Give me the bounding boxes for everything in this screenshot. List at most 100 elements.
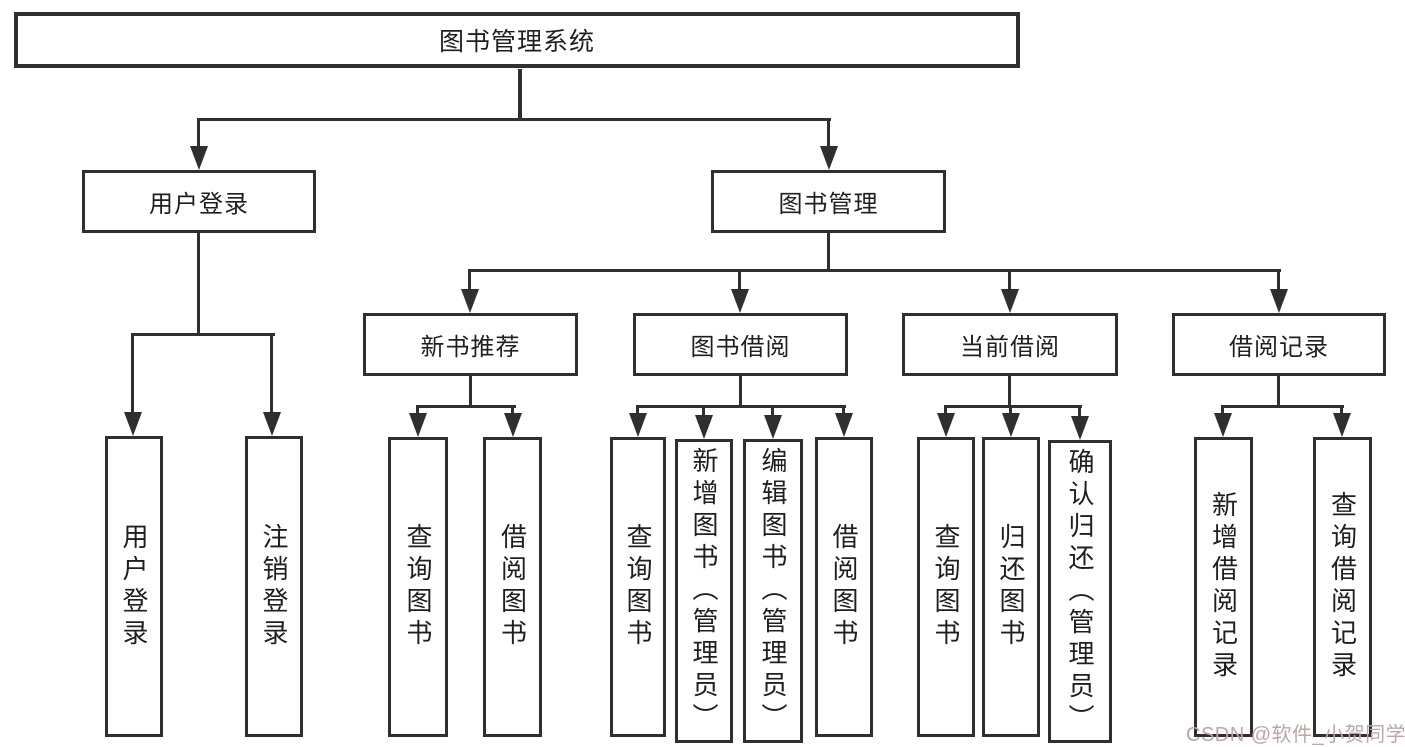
arrow-shaft: [842, 405, 845, 415]
connector-user-login-stub: [197, 233, 200, 336]
leaf-bb-query-books-label: 查询图书: [623, 523, 653, 651]
arrow-to-bb-add-books: [695, 405, 713, 439]
node-user-login: 用户登录: [82, 170, 316, 233]
arrow-to-bb-borrow-books: [835, 405, 853, 437]
arrow-shaft: [1221, 405, 1224, 415]
arrow-head-icon: [1002, 413, 1020, 437]
connector-new-book-distributor: [416, 405, 516, 408]
arrow-head-icon: [1333, 413, 1351, 437]
arrow-shaft: [1078, 405, 1081, 418]
connector-borrow-record-stub: [1277, 375, 1280, 408]
connector-current-borrow-distributor: [944, 405, 1082, 408]
arrow-head-icon: [504, 413, 522, 437]
arrow-to-br-query-record: [1333, 405, 1351, 437]
node-book-borrow: 图书借阅: [633, 313, 848, 376]
connector-book-borrow-distributor: [636, 405, 846, 408]
leaf-logout-label: 注销登录: [259, 522, 289, 651]
arrow-shaft: [636, 405, 639, 415]
arrow-shaft: [468, 269, 471, 291]
arrow-to-cb-return-books: [1002, 405, 1020, 437]
connector-new-book-stub: [469, 375, 472, 408]
arrow-head-icon: [820, 146, 838, 170]
leaf-cb-confirm-return-admin-label: 确认归还（管理员）: [1065, 447, 1095, 736]
node-borrow-record: 借阅记录: [1172, 313, 1386, 376]
arrow-head-icon: [461, 289, 479, 313]
arrow-to-nb-borrow-books: [504, 405, 522, 437]
arrow-shaft: [827, 118, 830, 148]
arrow-to-leaf-user-login: [124, 333, 142, 436]
leaf-br-add-record: 新增借阅记录: [1194, 437, 1253, 737]
arrow-to-cb-query-books: [937, 405, 955, 437]
arrow-head-icon: [1214, 413, 1232, 437]
node-library-system: 图书管理系统: [14, 12, 1020, 68]
connector-level3-distributor: [468, 269, 1281, 272]
arrow-to-cb-confirm-return: [1071, 405, 1089, 440]
arrow-head-icon: [409, 413, 427, 437]
leaf-cb-return-books-label: 归还图书: [996, 523, 1026, 651]
leaf-nb-query-books-label: 查询图书: [403, 523, 433, 651]
arrow-to-br-add-record: [1214, 405, 1232, 437]
node-new-book-recommend: 新书推荐: [363, 313, 578, 376]
arrow-head-icon: [764, 415, 782, 439]
arrow-to-user-login: [190, 118, 208, 170]
arrow-shaft: [197, 118, 200, 148]
arrow-head-icon: [731, 289, 749, 313]
arrow-head-icon: [1270, 289, 1288, 313]
leaf-br-query-record-label: 查询借阅记录: [1327, 491, 1358, 683]
arrow-shaft: [771, 405, 774, 417]
arrow-shaft: [944, 405, 947, 415]
leaf-bb-edit-books-admin: 编辑图书（管理员）: [743, 439, 803, 743]
arrow-head-icon: [1001, 289, 1019, 313]
arrow-head-icon: [190, 146, 208, 170]
leaf-nb-query-books: 查询图书: [388, 437, 448, 737]
node-current-borrow: 当前借阅: [902, 313, 1118, 376]
connector-book-management-stub: [827, 233, 830, 272]
arrow-to-new-book-recommend: [461, 269, 479, 313]
leaf-logout: 注销登录: [245, 436, 303, 737]
leaf-bb-borrow-books: 借阅图书: [815, 437, 873, 737]
leaf-br-query-record: 查询借阅记录: [1313, 437, 1372, 737]
arrow-head-icon: [1071, 416, 1089, 440]
connector-level2-distributor: [197, 118, 831, 121]
arrow-to-borrow-record: [1270, 269, 1288, 313]
connector-current-borrow-stub: [1008, 375, 1011, 408]
arrow-shaft: [511, 405, 514, 415]
leaf-cb-query-books-label: 查询图书: [931, 523, 961, 651]
leaf-nb-borrow-books: 借阅图书: [483, 437, 542, 737]
leaf-cb-confirm-return-admin: 确认归还（管理员）: [1048, 440, 1112, 743]
connector-user-login-distributor: [131, 333, 275, 336]
arrow-shaft: [1277, 269, 1280, 291]
leaf-bb-add-books-admin-label: 新增图书（管理员）: [689, 447, 719, 735]
arrow-shaft: [1008, 269, 1011, 291]
connector-borrow-record-distributor: [1221, 405, 1344, 408]
leaf-cb-query-books: 查询图书: [917, 437, 975, 737]
leaf-bb-borrow-books-label: 借阅图书: [829, 523, 859, 651]
arrow-to-bb-query-books: [629, 405, 647, 437]
arrow-to-book-management: [820, 118, 838, 170]
arrow-shaft: [270, 333, 273, 414]
arrow-to-leaf-logout: [263, 333, 281, 436]
arrow-head-icon: [263, 412, 281, 436]
leaf-bb-query-books: 查询图书: [610, 437, 666, 737]
arrow-shaft: [1009, 405, 1012, 415]
leaf-nb-borrow-books-label: 借阅图书: [497, 523, 528, 651]
connector-book-borrow-stub: [739, 375, 742, 408]
csdn-watermark: CSDN @软件_小贺同学: [1186, 724, 1405, 746]
arrow-shaft: [1340, 405, 1343, 415]
arrow-shaft: [131, 333, 134, 414]
leaf-user-login: 用户登录: [105, 436, 163, 737]
leaf-bb-edit-books-admin-label: 编辑图书（管理员）: [758, 447, 788, 735]
arrow-head-icon: [835, 413, 853, 437]
arrow-shaft: [702, 405, 705, 417]
arrow-shaft: [738, 269, 741, 291]
leaf-bb-add-books-admin: 新增图书（管理员）: [675, 439, 733, 743]
arrow-head-icon: [124, 412, 142, 436]
node-book-management: 图书管理: [711, 170, 946, 233]
arrow-to-nb-query-books: [409, 405, 427, 437]
arrow-to-book-borrow: [731, 269, 749, 313]
leaf-user-login-label: 用户登录: [119, 522, 149, 651]
arrow-shaft: [416, 405, 419, 415]
connector-root-stub: [518, 69, 522, 121]
arrow-to-bb-edit-books: [764, 405, 782, 439]
